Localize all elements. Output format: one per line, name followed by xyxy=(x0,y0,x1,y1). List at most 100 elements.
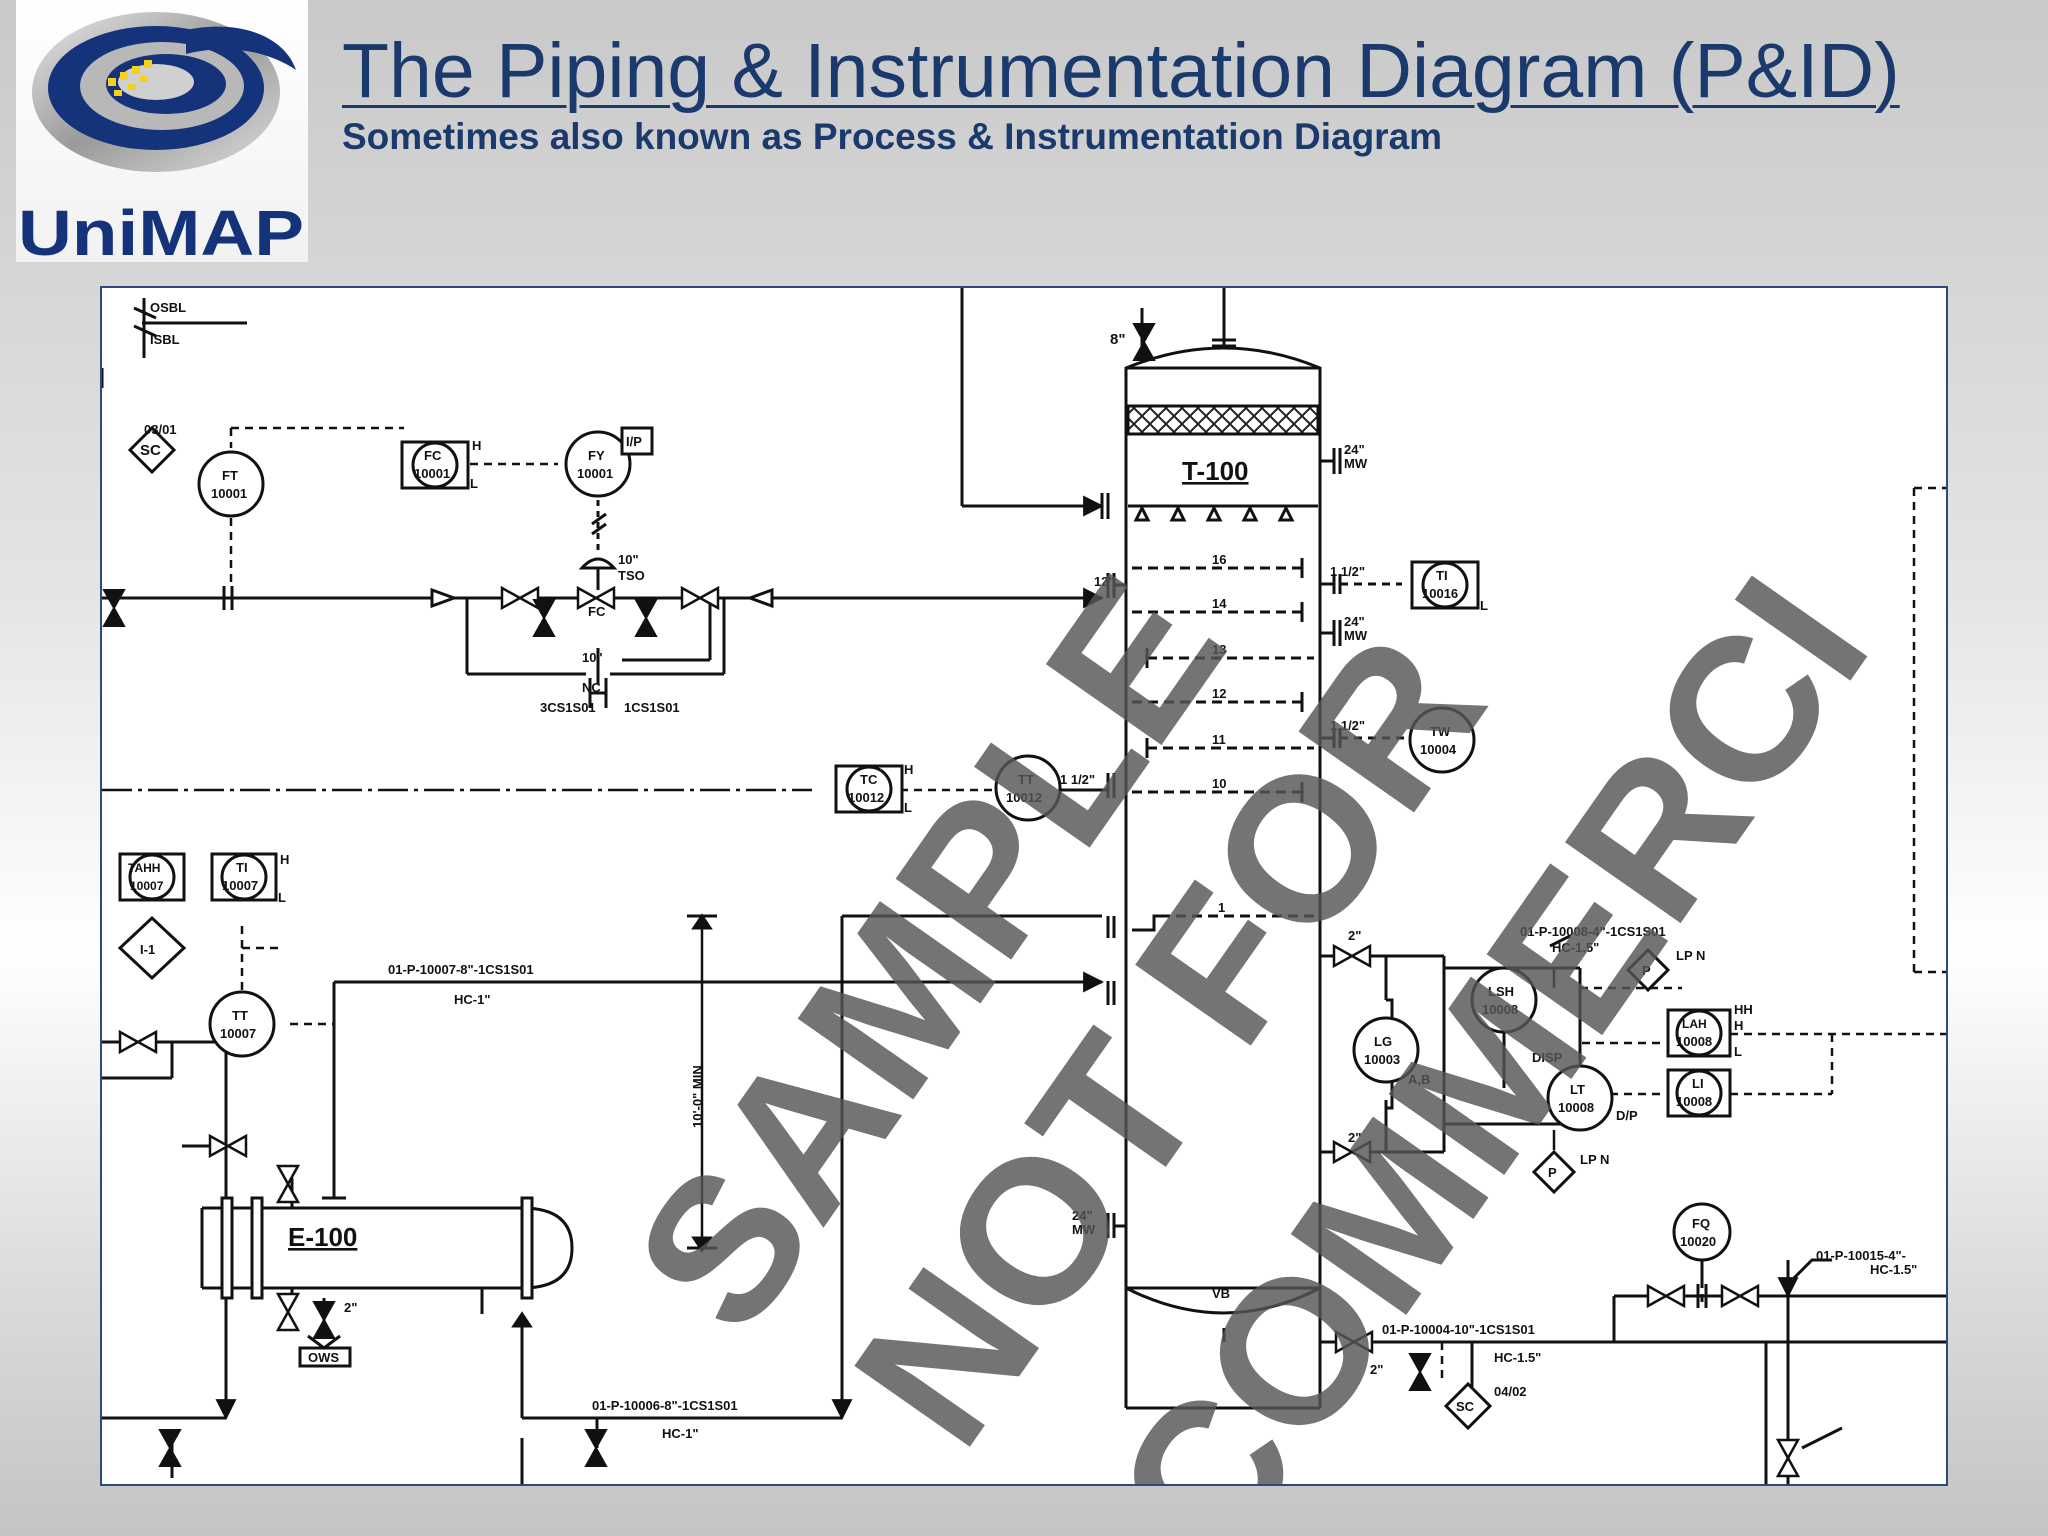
pressure-diamond xyxy=(1531,1149,1577,1195)
tray-number: 14 xyxy=(1212,596,1227,611)
interlock-i1 xyxy=(117,915,187,981)
line-number: 01-P-10015-4"- xyxy=(1816,1248,1906,1263)
drain-valve xyxy=(313,1301,335,1339)
gate-valve xyxy=(276,1164,300,1204)
gate-valve xyxy=(208,1134,248,1158)
pipe-spec-label: 3CS1S01 xyxy=(540,700,596,715)
fc-tag: FC xyxy=(424,448,442,463)
tray-number: 11 xyxy=(1212,732,1226,747)
heat-conservation-label: HC-1.5" xyxy=(1494,1350,1541,1365)
lt-tag: LT xyxy=(1570,1082,1585,1097)
tw-tag: TW xyxy=(1430,724,1451,739)
pid-diagram-frame: OSBL ISBL 8" SC 03/01 FT 10001 FC 10001 … xyxy=(100,286,1948,1486)
nozzle-size-label: 24" xyxy=(1344,442,1365,457)
fy-10001-bubble xyxy=(564,430,632,498)
manway-label: MW xyxy=(1344,456,1368,471)
sc-diamond xyxy=(127,425,177,475)
ows-label: OWS xyxy=(308,1350,339,1365)
line-number: 01-P-10006-8"-1CS1S01 xyxy=(592,1398,738,1413)
logo-text: UniMAP xyxy=(18,197,304,262)
low-label: L xyxy=(904,800,912,815)
nozzle-size-label: 1 1/2" xyxy=(1330,564,1365,579)
lah-tag: LAH xyxy=(1682,1017,1707,1031)
manway-label: MW xyxy=(1344,628,1368,643)
li-tag: LI xyxy=(1692,1076,1704,1091)
line-number: 01-P-10008-4"-1CS1S01 xyxy=(1520,924,1666,939)
unimap-logo: UniMAP xyxy=(16,0,308,262)
fq-num: 10020 xyxy=(1680,1234,1716,1249)
vent-valve xyxy=(1133,323,1155,361)
exchanger-tag: E-100 xyxy=(288,1222,357,1252)
heat-conservation-label: HC-1" xyxy=(662,1426,699,1441)
heat-conservation-label: HC-1.5" xyxy=(1870,1262,1917,1277)
fq-10020-bubble xyxy=(1672,1202,1732,1262)
sc-diamond xyxy=(1443,1381,1493,1431)
gate-valve xyxy=(276,1292,300,1332)
line-size-label: 2" xyxy=(1348,928,1361,943)
line-size-label: 2" xyxy=(1348,1130,1361,1145)
pressure-diamond xyxy=(1625,947,1671,993)
nozzle-size-label: 1 1/2" xyxy=(1060,772,1095,787)
tc-num: 10012 xyxy=(848,790,884,805)
lah-num: 10008 xyxy=(1676,1034,1712,1049)
page-subtitle: Sometimes also known as Process & Instru… xyxy=(342,116,1443,157)
lt-num: 10008 xyxy=(1558,1100,1594,1115)
high-label: H xyxy=(472,438,481,453)
line-size-label: 10" xyxy=(582,650,603,665)
ft-tag: FT xyxy=(222,468,238,483)
lp-n-label: LP N xyxy=(1676,948,1705,963)
gate-valve xyxy=(500,586,540,610)
lg-10003-bubble xyxy=(1352,1016,1420,1084)
drain-valve xyxy=(635,599,657,637)
high-label: H xyxy=(1734,1018,1743,1033)
tray-number: 1 xyxy=(1218,900,1225,915)
tt-tag: TT xyxy=(232,1008,248,1023)
tt-10007-bubble xyxy=(208,990,276,1058)
fy-num: 10001 xyxy=(577,466,613,481)
nozzle-size-label: 24" xyxy=(1072,1208,1093,1223)
manway-label: MW xyxy=(1072,1222,1096,1237)
gate-valve xyxy=(680,586,720,610)
ti-num: 10016 xyxy=(1422,586,1458,601)
line-size-label: 2" xyxy=(1370,1362,1383,1377)
high-high-label: HH xyxy=(1734,1002,1753,1017)
interlock-label: I-1 xyxy=(140,942,155,957)
gate-valve xyxy=(1646,1284,1686,1308)
lg-tag: LG xyxy=(1374,1034,1392,1049)
exchanger-e100 xyxy=(230,1206,524,1290)
nozzle-size-label: 1 1/2" xyxy=(1330,718,1365,733)
sc-note: 04/02 xyxy=(1494,1384,1527,1399)
line-size-label: 2" xyxy=(344,1300,357,1315)
pipe-spec-label: 1CS1S01 xyxy=(624,700,680,715)
pressure-label: P xyxy=(1548,1165,1557,1180)
dp-label: D/P xyxy=(1616,1108,1638,1123)
column-tag: T-100 xyxy=(1182,456,1249,486)
drain-valve xyxy=(103,589,125,627)
column-trays xyxy=(1132,566,1314,918)
tray-number: 12 xyxy=(1212,686,1226,701)
line-size-label: 8" xyxy=(1110,331,1125,348)
gate-valve xyxy=(1776,1438,1800,1478)
column-packing xyxy=(1126,404,1320,436)
tw-10004-bubble xyxy=(1408,706,1476,774)
high-label: H xyxy=(280,852,289,867)
ti-tag: TI xyxy=(1436,568,1448,583)
nozzle-size-label: 24" xyxy=(1344,614,1365,629)
sc-tag: SC xyxy=(1456,1399,1475,1414)
ft-10001-bubble xyxy=(197,450,265,518)
valve-fail-label: FC xyxy=(588,604,606,619)
li-num: 10008 xyxy=(1676,1094,1712,1109)
sc-note: 03/01 xyxy=(144,422,177,437)
pressure-label: P xyxy=(1642,963,1651,978)
ti-tag: TI xyxy=(236,860,248,875)
lt-10008-bubble xyxy=(1546,1064,1614,1132)
page-title: The Piping & Instrumentation Diagram (P&… xyxy=(342,28,1900,114)
ab-label: A,B xyxy=(1408,1072,1430,1087)
drain-valve xyxy=(585,1429,607,1467)
fy-tag: FY xyxy=(588,448,605,463)
fc-num: 10001 xyxy=(414,466,450,481)
tt-num: 10007 xyxy=(220,1026,256,1041)
line-number: 01-P-10004-10"-1CS1S01 xyxy=(1382,1322,1535,1337)
low-label: L xyxy=(1480,598,1488,613)
displacer-label: DISP xyxy=(1532,1050,1563,1065)
